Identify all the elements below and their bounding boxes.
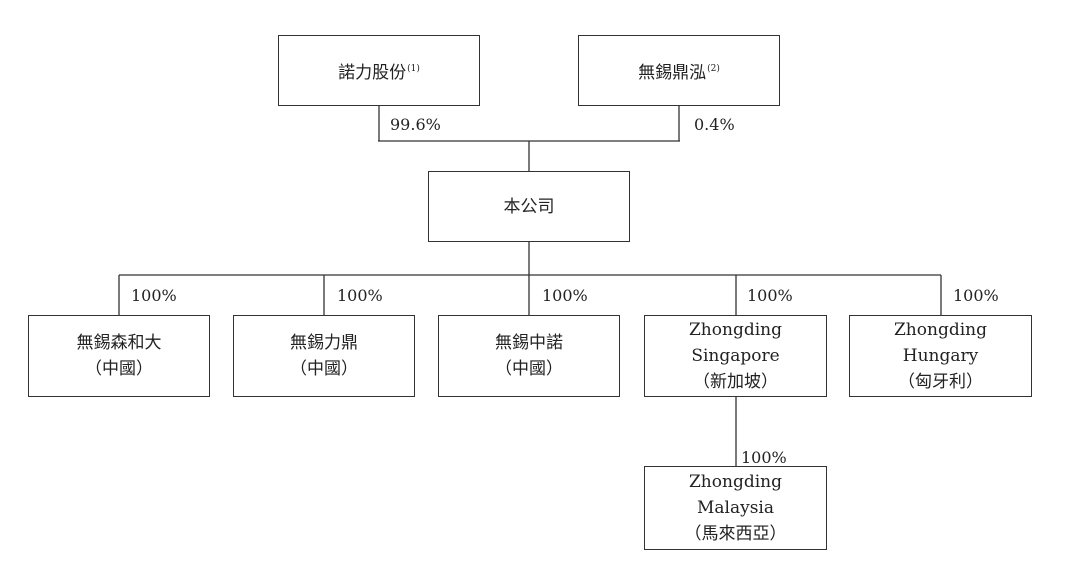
subsidiary-country: （新加坡） (693, 372, 778, 392)
subsidiary-name-line-2: Singapore (691, 346, 780, 366)
subsidiary-country: （中國） (495, 359, 563, 379)
subsidiary-name: 無錫森和大 (76, 333, 162, 353)
subsidiary-box-zhongding-malaysia: Zhongding Malaysia （馬來西亞） (644, 466, 827, 550)
company-name: 本公司 (503, 196, 555, 217)
subsidiary-name-line-2: Hungary (902, 346, 979, 366)
subsidiary-name: Zhongding (894, 320, 987, 340)
subsidiary-box-zhongding-hungary: Zhongding Hungary （匈牙利） (849, 315, 1032, 397)
ownership-pct-sub-2: 100% (337, 286, 383, 305)
subsidiary-name-line-2: Malaysia (696, 498, 774, 518)
subsidiary-box-wuxi-liding: 無錫力鼎 （中國） (233, 315, 415, 397)
ownership-pct-sub-1: 100% (131, 286, 177, 305)
shareholder-name: 無錫鼎泓 (638, 62, 707, 83)
subsidiary-country: （中國） (85, 359, 153, 379)
subsidiary-country: （馬來西亞） (684, 524, 787, 544)
subsidiary-name: Zhongding (689, 472, 782, 492)
subsidiary-box-wuxi-zhongnuo: 無錫中諾 （中國） (438, 315, 620, 397)
ownership-pct-sub-5: 100% (953, 286, 999, 305)
subsidiary-name: 無錫力鼎 (290, 333, 358, 353)
subsidiary-country: （中國） (290, 359, 358, 379)
ownership-pct-dinghong: 0.4% (694, 115, 735, 134)
ownership-pct-sub-4: 100% (747, 286, 793, 305)
footnote-marker: (1) (407, 63, 420, 74)
subsidiary-country: （匈牙利） (898, 372, 983, 392)
ownership-pct-nuoli: 99.6% (390, 115, 441, 134)
shareholder-box-wuxi-dinghong: 無錫鼎泓(2) (578, 35, 780, 106)
footnote-marker: (2) (707, 63, 720, 74)
company-box: 本公司 (428, 171, 630, 242)
shareholder-name: 諾力股份 (338, 62, 407, 83)
subsidiary-box-wuxi-senheda: 無錫森和大 （中國） (28, 315, 210, 397)
subsidiary-name: 無錫中諾 (495, 333, 563, 353)
subsidiary-box-zhongding-singapore: Zhongding Singapore （新加坡） (644, 315, 827, 397)
ownership-pct-sub-3: 100% (542, 286, 588, 305)
ownership-pct-malaysia: 100% (741, 448, 787, 467)
shareholder-box-nuoli: 諾力股份(1) (278, 35, 480, 106)
subsidiary-name: Zhongding (689, 320, 782, 340)
